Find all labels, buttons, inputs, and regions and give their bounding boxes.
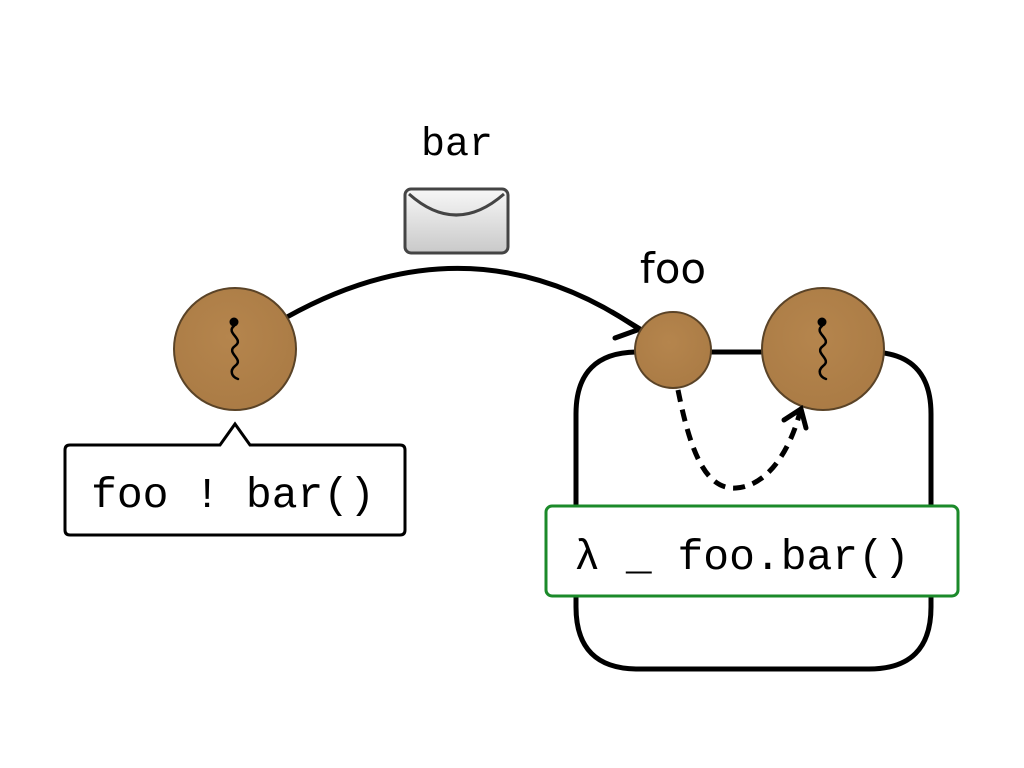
handler-box: λ _ foo.bar() xyxy=(544,504,960,598)
message-label: bar xyxy=(421,123,493,168)
receiver-actor-outline xyxy=(573,349,934,672)
receiver-thread-node xyxy=(761,287,885,411)
receiver-port-node xyxy=(634,311,712,389)
thread-squiggle-icon xyxy=(817,317,828,381)
thread-squiggle-icon xyxy=(229,317,240,381)
sender-thread-node xyxy=(173,287,297,411)
envelope-icon xyxy=(403,187,510,255)
port-label: foo xyxy=(640,244,706,293)
dispatch-dashed-arrow xyxy=(675,389,809,491)
sender-callout: foo ! bar() xyxy=(63,421,407,537)
handler-text: λ _ foo.bar() xyxy=(574,533,909,582)
sender-callout-text: foo ! bar() xyxy=(91,471,375,520)
message-send-arrow xyxy=(285,266,646,341)
